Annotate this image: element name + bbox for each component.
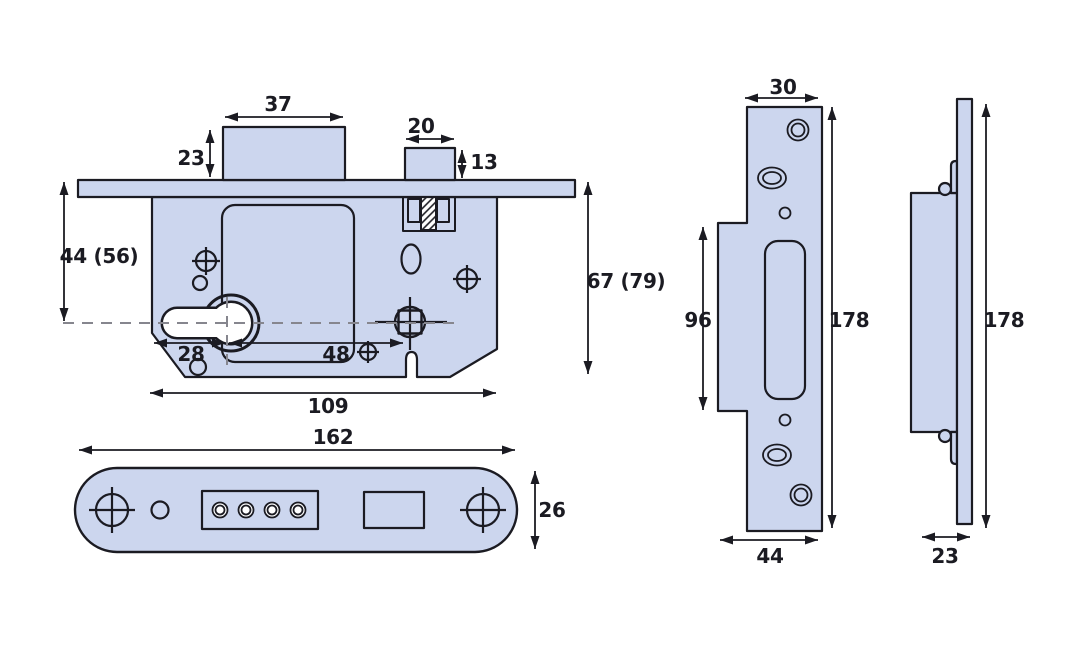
pin-hole [778, 413, 792, 427]
strike-plate-view [716, 105, 824, 533]
dim-label-latch-height: 13 [470, 150, 498, 174]
strike-side-view [909, 97, 974, 526]
latch-bolt [403, 146, 457, 182]
dim-label-faceplate-length: 162 [312, 425, 354, 449]
bolt-pins [211, 501, 307, 519]
adjustment-slot [757, 166, 792, 467]
fixing-hole [188, 357, 208, 377]
dim-label-case-height: 67 (79) [586, 269, 666, 293]
strike-plate-body [716, 105, 824, 533]
dim-label-strike-box-height: 96 [684, 308, 712, 332]
dim-label-deadbolt-width: 37 [264, 92, 292, 116]
strike-pocket-slot [763, 239, 807, 401]
oval-hole [400, 243, 422, 275]
centerlines [63, 297, 455, 367]
inner-mechanism-plate [220, 203, 356, 364]
dim-label-strike-height: 178 [828, 308, 870, 332]
dim-label-latch-width: 20 [407, 114, 435, 138]
faceplate-bottom-view [73, 466, 519, 554]
dim-label-strike-width: 30 [769, 75, 797, 99]
dim-label-side-height: 178 [983, 308, 1025, 332]
dim-label-deadbolt-height: 23 [177, 146, 205, 170]
tab-lug [937, 181, 953, 197]
lock-case-front-view [76, 125, 577, 379]
dim-label-side-thickness: 23 [931, 544, 959, 568]
dim-label-faceplate-width: 26 [538, 498, 566, 522]
tab-lug [937, 428, 953, 444]
screw-hole-cross [89, 487, 506, 533]
strike-plate-edge [955, 97, 974, 526]
bolt-aperture [200, 489, 320, 531]
pin-hole [778, 206, 792, 220]
latch-aperture [362, 490, 426, 530]
countersunk-screw-hole [786, 118, 813, 507]
dimension-lines [59, 93, 991, 549]
dim-label-strike-depth: 44 [756, 544, 784, 568]
deadbolt [221, 125, 347, 182]
fixing-hole [191, 274, 209, 292]
dim-label-top-to-centerline: 44 (56) [59, 244, 139, 268]
dim-label-case-length: 109 [307, 394, 349, 418]
dim-label-edge-to-keyhole: 28 [177, 342, 205, 366]
faceplate-edge-bar [76, 178, 577, 199]
strike-box [909, 191, 959, 434]
dim-label-keyhole-to-follower: 48 [322, 342, 350, 366]
fixing-hole [150, 500, 170, 520]
